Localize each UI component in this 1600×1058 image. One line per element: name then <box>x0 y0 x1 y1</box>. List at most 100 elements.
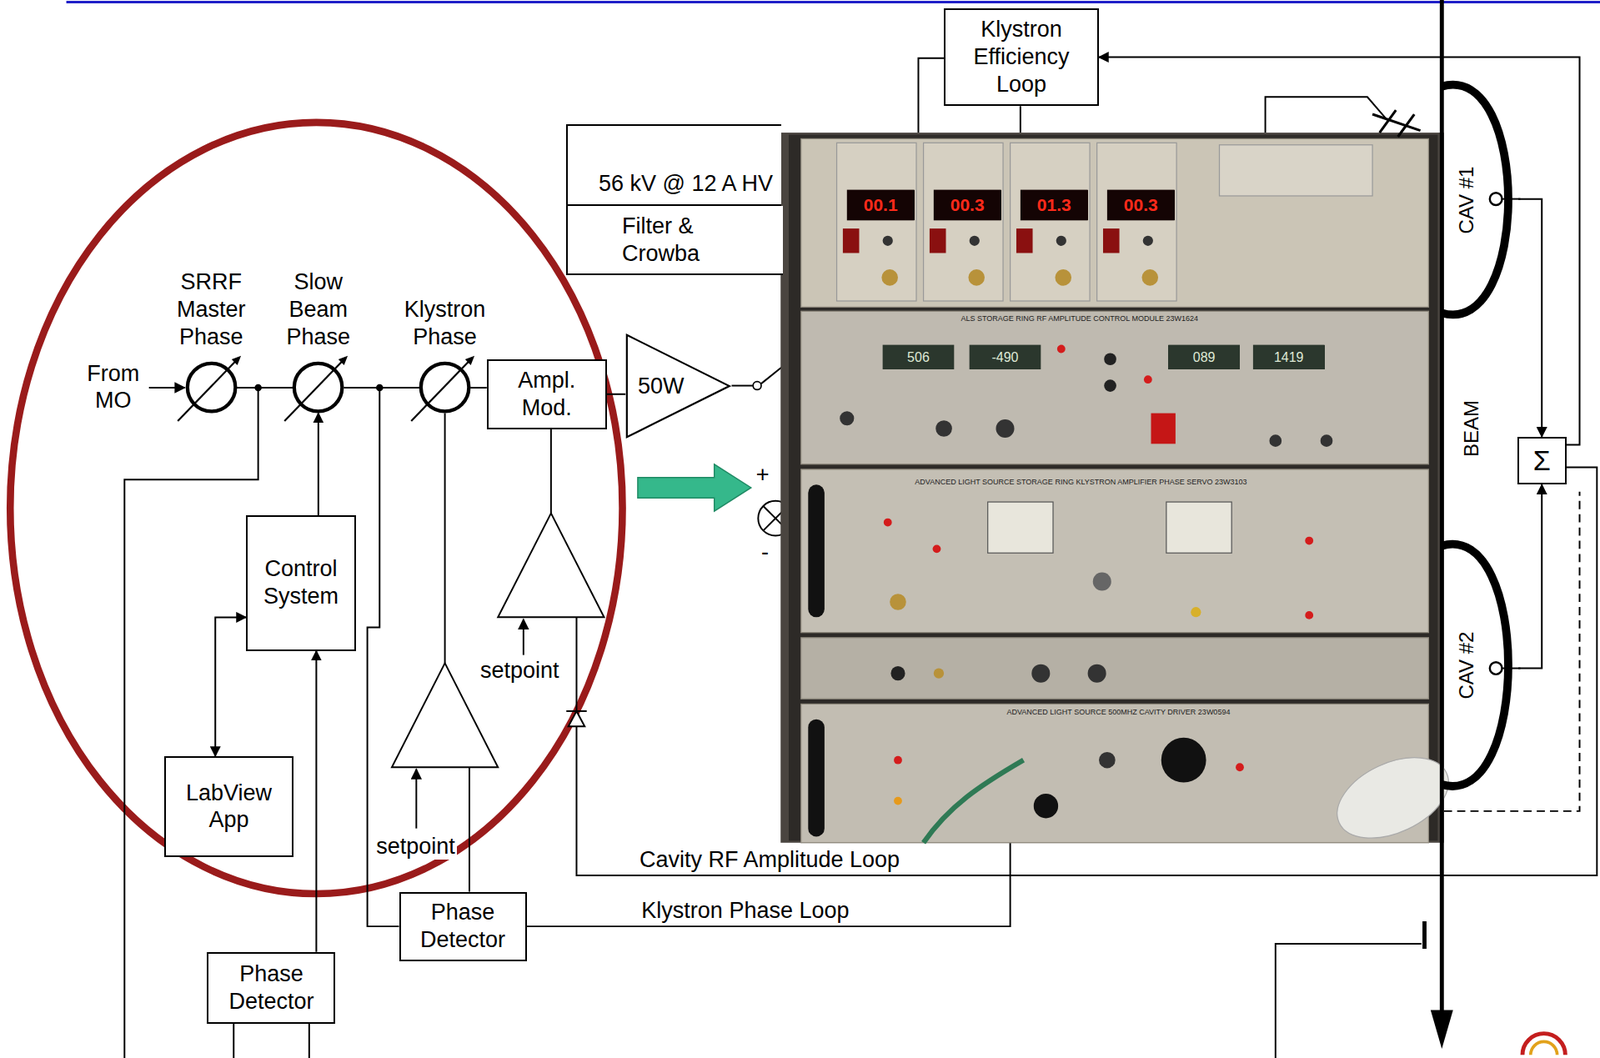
signal-wire <box>444 413 447 664</box>
filter-box: Filter & Crowba <box>566 205 783 276</box>
led-readout: 00.3 <box>933 190 1002 221</box>
software-box: LabView App <box>164 756 294 858</box>
equipment-photo <box>1304 611 1314 620</box>
signal-connector <box>236 386 293 389</box>
node-text: CAV #2 <box>1454 631 1479 699</box>
node-text: Control System <box>254 555 348 611</box>
signal-wire <box>308 1023 311 1058</box>
equipment-photo <box>1253 345 1325 370</box>
equipment-photo <box>1190 606 1201 617</box>
equipment-photo <box>1219 145 1374 196</box>
node-text: 56 kV @ 12 A HV <box>598 170 773 198</box>
adjust-arrow <box>411 361 469 422</box>
equipment-photo <box>1304 536 1314 546</box>
lab-logo <box>1522 1033 1565 1056</box>
equipment-photo <box>1166 501 1232 553</box>
equipment-photo <box>1168 345 1240 370</box>
beam-pipe <box>1430 0 1454 1049</box>
detector-box: Phase Detector <box>206 952 336 1024</box>
signal-connector <box>315 651 317 953</box>
panel-legend: ADVANCED LIGHT SOURCE 500MHZ CAVITY DRIV… <box>1004 707 1232 718</box>
equipment-photo <box>780 132 1445 843</box>
beam-pipe <box>1430 1009 1454 1049</box>
node-text: 50W <box>637 372 685 401</box>
control-box: Control System <box>245 515 357 652</box>
equipment-photo <box>847 190 915 221</box>
equipment-photo <box>839 411 854 426</box>
node-text: LabView App <box>172 779 286 835</box>
output-terminal <box>752 381 762 391</box>
cavity: CAV #2 <box>1436 542 1519 788</box>
signal-wire <box>1265 96 1386 133</box>
diode-symbol <box>566 711 587 727</box>
equipment-photo <box>1031 664 1050 683</box>
signal-connector <box>470 386 487 389</box>
adjust-arrowhead <box>465 356 475 366</box>
equipment-photo <box>842 228 860 253</box>
panel-legend: ALS STORAGE RING RF AMPLITUDE CONTROL MO… <box>958 314 1200 324</box>
equipment-photo <box>1151 413 1176 445</box>
header-rule <box>66 1 1600 3</box>
equipment-photo <box>1010 142 1090 301</box>
signal-connector <box>317 413 320 516</box>
equipment-photo <box>890 666 905 681</box>
signal-connector <box>606 393 626 396</box>
phase-shifter-symbol <box>292 361 344 413</box>
equipment-photo <box>882 235 893 246</box>
amplifier-triangle-outline <box>626 335 730 437</box>
equipment-photo <box>1056 235 1067 246</box>
cavity-outline <box>1436 542 1519 788</box>
beam-label: BEAM <box>1459 400 1484 457</box>
equipment-photo <box>807 484 825 617</box>
equipment-photo <box>883 518 893 527</box>
equipment-photo <box>1093 572 1112 592</box>
node-text: Phase Detector <box>407 898 519 954</box>
equipment-photo <box>1320 434 1334 447</box>
equipment-photo <box>929 228 947 253</box>
pickup-loop <box>1489 662 1503 675</box>
equipment-photo <box>1235 762 1244 772</box>
equipment-photo <box>1143 375 1153 384</box>
cavity: CAV #1 <box>1436 83 1519 316</box>
equipment-photo <box>1057 345 1066 354</box>
signal-wire <box>468 767 471 892</box>
equipment-photo <box>968 269 985 286</box>
input-label: From MO <box>81 360 146 415</box>
node-text: Phase Detector <box>215 960 327 1016</box>
signal-connector <box>1518 199 1542 437</box>
signal-wire <box>917 58 944 133</box>
signal-connector <box>1098 57 1580 446</box>
modulator-box: Ampl. Mod. <box>486 359 607 430</box>
header-rule <box>66 0 1600 4</box>
equipment-photo <box>1033 793 1059 818</box>
pickup-loop <box>1489 192 1503 206</box>
signal-wire <box>1019 105 1022 133</box>
loop-box: Klystron Efficiency Loop <box>943 8 1099 106</box>
coupler-antenna <box>1398 114 1415 137</box>
signal-wire <box>1275 943 1422 1058</box>
equipment-photo <box>1088 664 1107 683</box>
equipment-photo <box>1103 379 1117 392</box>
equipment-photo <box>1143 235 1154 246</box>
coupler-antenna <box>1379 110 1397 133</box>
signal-wire <box>124 58 1597 1058</box>
signal-wire <box>550 416 552 513</box>
phase-shifter: SRRF Master Phase <box>185 361 237 413</box>
equipment-photo <box>923 142 1004 301</box>
loop-label: Klystron Phase Loop <box>639 897 851 924</box>
diode-symbol <box>568 711 586 727</box>
signal-wire <box>415 769 417 829</box>
led-readout: 00.3 <box>1107 190 1175 221</box>
adjust-arrowhead <box>338 356 348 366</box>
cavity-wall <box>1441 544 1509 787</box>
sign-label: + <box>756 461 770 488</box>
equipment-photo <box>1107 190 1175 221</box>
equipment-photo <box>995 419 1014 438</box>
node-text: Ampl. Mod. <box>493 366 601 422</box>
probe-bar <box>1424 921 1425 949</box>
coupler-antenna <box>1372 110 1421 137</box>
equipment-photo <box>1161 737 1207 783</box>
equipment-photo <box>881 269 898 286</box>
